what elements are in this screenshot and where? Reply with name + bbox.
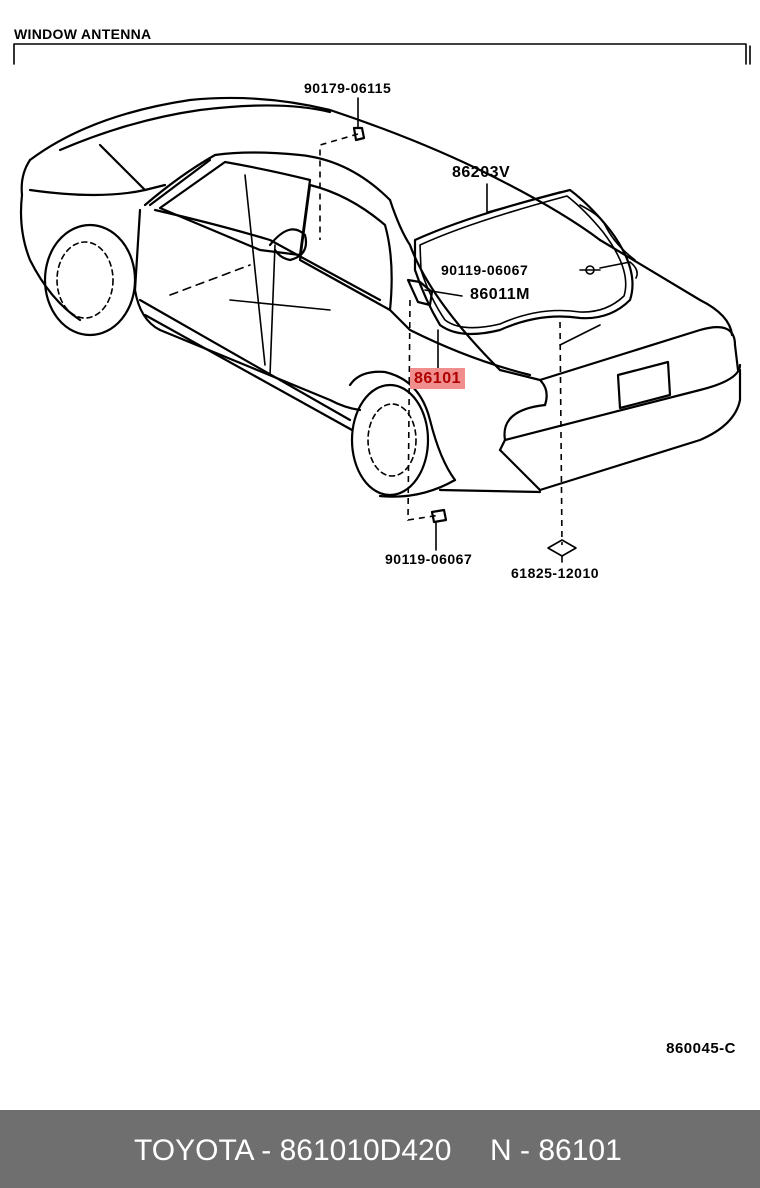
part-label-61825-12010[interactable]: 61825-12010	[511, 565, 600, 581]
footer-reference: N - 86101	[490, 1134, 622, 1167]
diagram-title: WINDOW ANTENNA	[14, 26, 152, 42]
part-label-90119-06067-lower[interactable]: 90119-06067	[385, 551, 473, 567]
car-illustration	[13, 43, 751, 563]
part-label-90119-06067-upper[interactable]: 90119-06067	[441, 262, 529, 278]
part-label-86101-highlighted[interactable]: 86101	[410, 368, 465, 389]
part-label-86203v[interactable]: 86203V	[452, 164, 511, 181]
footer-bar: TOYOTA - 861010D420 N - 86101	[0, 1110, 760, 1188]
part-label-90179-06115[interactable]: 90179-06115	[304, 80, 392, 96]
part-label-86011m[interactable]: 86011M	[470, 286, 530, 303]
parts-diagram: WINDOW ANTENNA 90179-06115 86203V 90119-…	[13, 26, 751, 1057]
figure-code: 860045-C	[666, 1040, 736, 1057]
footer-part-number: TOYOTA - 861010D420	[134, 1134, 452, 1167]
